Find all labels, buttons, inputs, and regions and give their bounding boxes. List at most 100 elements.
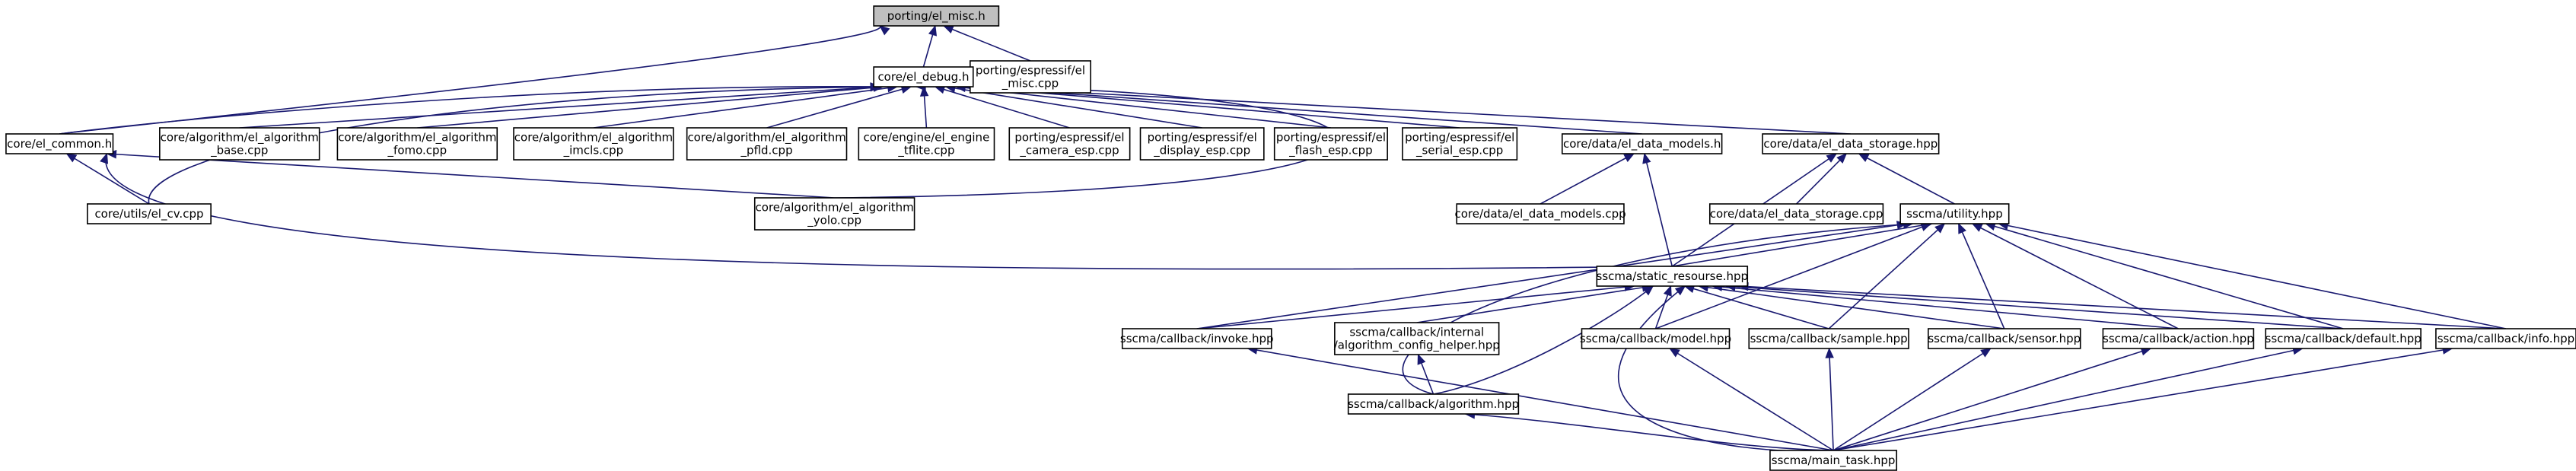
node-label: sscma/callback/action.hpp bbox=[2103, 332, 2254, 345]
node-cb-algorithm[interactable]: sscma/callback/algorithm.hpp bbox=[1347, 393, 1520, 415]
node-label: sscma/static_resourse.hpp bbox=[1597, 269, 1749, 284]
node-box bbox=[87, 203, 212, 224]
node-cb-sensor[interactable]: sscma/callback/sensor.hpp bbox=[1928, 328, 2081, 349]
edge-utility-hpp-to-cb-model bbox=[1655, 223, 1931, 329]
node-box bbox=[858, 127, 995, 161]
node-data-models-cpp[interactable]: core/data/el_data_models.cpp bbox=[1454, 203, 1626, 224]
node-el-debug-h[interactable]: core/el_debug.h bbox=[873, 66, 974, 88]
node-box bbox=[159, 127, 320, 161]
node-main-task[interactable]: sscma/main_task.hpp bbox=[1769, 450, 1898, 471]
node-alg-pfld[interactable]: core/algorithm/el_algorithm_pfld.cpp bbox=[686, 127, 848, 161]
arrowhead bbox=[1623, 153, 1635, 162]
edge-el-misc-h-to-esp-el-misc-cpp bbox=[943, 25, 1031, 62]
node-box bbox=[1139, 127, 1265, 161]
edge-el-debug-h-to-data-models-h bbox=[966, 86, 1642, 135]
node-data-storage-cpp[interactable]: core/data/el_data_storage.cpp bbox=[1708, 203, 1884, 224]
node-box bbox=[5, 133, 114, 154]
arrowhead bbox=[879, 25, 890, 36]
edge-cb-algorithm-to-main-task bbox=[1465, 413, 1834, 451]
node-box bbox=[1008, 127, 1131, 161]
node-serial-esp[interactable]: porting/espressif/el_serial_esp.cpp bbox=[1402, 127, 1518, 161]
node-esp-el-misc-cpp[interactable]: porting/espressif/el_misc.cpp bbox=[970, 60, 1091, 94]
node-label: porting/espressif/el_flash_esp.cpp bbox=[1276, 131, 1386, 158]
node-cb-default[interactable]: sscma/callback/default.hpp bbox=[2265, 328, 2422, 349]
node-data-models-h[interactable]: core/data/el_data_models.h bbox=[1561, 133, 1723, 154]
node-flash-esp[interactable]: porting/espressif/el_flash_esp.cpp bbox=[1273, 127, 1388, 161]
node-label: core/engine/el_engine_tflite.cpp bbox=[863, 131, 989, 158]
node-box bbox=[1899, 203, 2010, 224]
arrowhead bbox=[1920, 223, 1932, 231]
node-label: core/algorithm/el_algorithm_base.cpp bbox=[161, 131, 319, 158]
edge-el-debug-h-to-alg-imcls bbox=[593, 86, 897, 129]
node-label: core/algorithm/el_algorithm_yolo.cpp bbox=[756, 201, 914, 228]
node-utility-hpp[interactable]: sscma/utility.hpp bbox=[1899, 203, 2010, 224]
node-box bbox=[873, 5, 1000, 27]
node-alg-base[interactable]: core/algorithm/el_algorithm_base.cpp bbox=[159, 127, 320, 161]
edge-el-debug-h-to-el-common-h bbox=[59, 85, 880, 135]
node-label: porting/espressif/el_serial_esp.cpp bbox=[1405, 131, 1514, 158]
node-static-resourse[interactable]: sscma/static_resourse.hpp bbox=[1596, 266, 1749, 287]
node-label: core/algorithm/el_algorithm_fomo.cpp bbox=[338, 131, 496, 158]
node-el-common-h[interactable]: core/el_common.h bbox=[5, 133, 114, 154]
edge-cb-model-to-main-task bbox=[1669, 348, 1834, 451]
node-el-cv-cpp[interactable]: core/utils/el_cv.cpp bbox=[87, 203, 212, 224]
edge-static-resourse-to-cb-default bbox=[1725, 285, 2344, 329]
node-layer: porting/el_misc.h porting/espressif/el_mi… bbox=[5, 5, 2576, 471]
node-el-misc-h[interactable]: porting/el_misc.h bbox=[873, 5, 1000, 27]
edge-el-debug-h-to-serial-esp bbox=[966, 86, 1460, 129]
node-box bbox=[686, 127, 848, 161]
edge-static-resourse-to-main-task bbox=[1618, 285, 1834, 452]
node-label: sscma/callback/algorithm.hpp bbox=[1348, 397, 1519, 411]
node-cb-model[interactable]: sscma/callback/model.hpp bbox=[1580, 328, 1731, 349]
node-alg-yolo[interactable]: core/algorithm/el_algorithm_yolo.cpp bbox=[753, 197, 915, 231]
node-box bbox=[1121, 328, 1272, 349]
edge-static-resourse-to-cb-sample bbox=[1684, 285, 1829, 329]
node-cb-config-helper[interactable]: sscma/callback/internal/algorithm_config… bbox=[1334, 322, 1500, 355]
arrowhead bbox=[1669, 348, 1680, 358]
node-alg-fomo[interactable]: core/algorithm/el_algorithm_fomo.cpp bbox=[336, 127, 498, 161]
node-display-esp[interactable]: porting/espressif/el_display_esp.cpp bbox=[1139, 127, 1265, 161]
node-label: sscma/callback/sample.hpp bbox=[1750, 332, 1908, 345]
edge-utility-hpp-to-cb-algorithm bbox=[1402, 223, 1913, 395]
node-box bbox=[873, 66, 974, 88]
edge-el-misc-h-to-el-common-h bbox=[59, 25, 881, 135]
arrowhead bbox=[1980, 348, 1992, 358]
edge-data-storage-hpp-to-data-storage-cpp bbox=[1796, 153, 1847, 205]
edge-cb-default-to-main-task bbox=[1832, 348, 2303, 451]
node-engine-tflite[interactable]: core/engine/el_engine_tflite.cpp bbox=[858, 127, 995, 161]
node-label: core/el_debug.h bbox=[877, 70, 969, 84]
arrowhead bbox=[928, 24, 938, 37]
node-label: core/data/el_data_models.h bbox=[1563, 137, 1721, 151]
node-box bbox=[1762, 133, 1940, 154]
node-label: core/data/el_data_models.cpp bbox=[1454, 207, 1626, 221]
node-cb-invoke[interactable]: sscma/callback/invoke.hpp bbox=[1120, 328, 1274, 349]
node-box bbox=[1402, 127, 1518, 161]
node-cb-action[interactable]: sscma/callback/action.hpp bbox=[2102, 328, 2255, 349]
node-label: porting/espressif/el_camera_esp.cpp bbox=[1014, 131, 1124, 158]
edge-layer bbox=[59, 24, 2507, 452]
node-alg-imcls[interactable]: core/algorithm/el_algorithm_imcls.cpp bbox=[513, 127, 674, 161]
edge-utility-hpp-to-cb-default bbox=[1985, 223, 2344, 329]
edge-cb-sensor-to-main-task bbox=[1832, 348, 1992, 451]
arrowhead bbox=[1825, 347, 1834, 358]
node-cb-info[interactable]: sscma/callback/info.hpp bbox=[2435, 328, 2576, 349]
edge-utility-hpp-to-cb-action bbox=[1972, 223, 2179, 329]
edge-el-debug-h-to-alg-pfld bbox=[766, 86, 912, 129]
edge-el-debug-h-to-alg-base bbox=[239, 86, 880, 129]
edge-utility-hpp-to-cb-info bbox=[1998, 223, 2507, 329]
edge-el-debug-h-to-camera-esp bbox=[935, 86, 1070, 129]
node-cb-sample[interactable]: sscma/callback/sample.hpp bbox=[1748, 328, 1909, 349]
node-label: porting/espressif/el_display_esp.cpp bbox=[1148, 131, 1257, 158]
edge-data-models-h-to-data-models-cpp bbox=[1540, 153, 1635, 205]
arrowhead bbox=[1417, 353, 1426, 365]
edge-utility-hpp-to-cb-sensor bbox=[1957, 223, 2005, 329]
edge-utility-hpp-to-static-resourse bbox=[1672, 223, 1932, 267]
node-label: core/data/el_data_storage.cpp bbox=[1710, 207, 1883, 221]
edge-static-resourse-to-cb-sensor bbox=[1699, 285, 2004, 329]
edge-el-common-h-to-el-cv-cpp bbox=[66, 153, 150, 205]
node-label: porting/el_misc.h bbox=[887, 9, 986, 24]
node-data-storage-hpp[interactable]: core/data/el_data_storage.hpp bbox=[1762, 133, 1940, 154]
edge-data-storage-hpp-to-utility-hpp bbox=[1858, 153, 1955, 205]
arrowhead bbox=[1674, 285, 1686, 296]
node-camera-esp[interactable]: porting/espressif/el_camera_esp.cpp bbox=[1008, 127, 1131, 161]
